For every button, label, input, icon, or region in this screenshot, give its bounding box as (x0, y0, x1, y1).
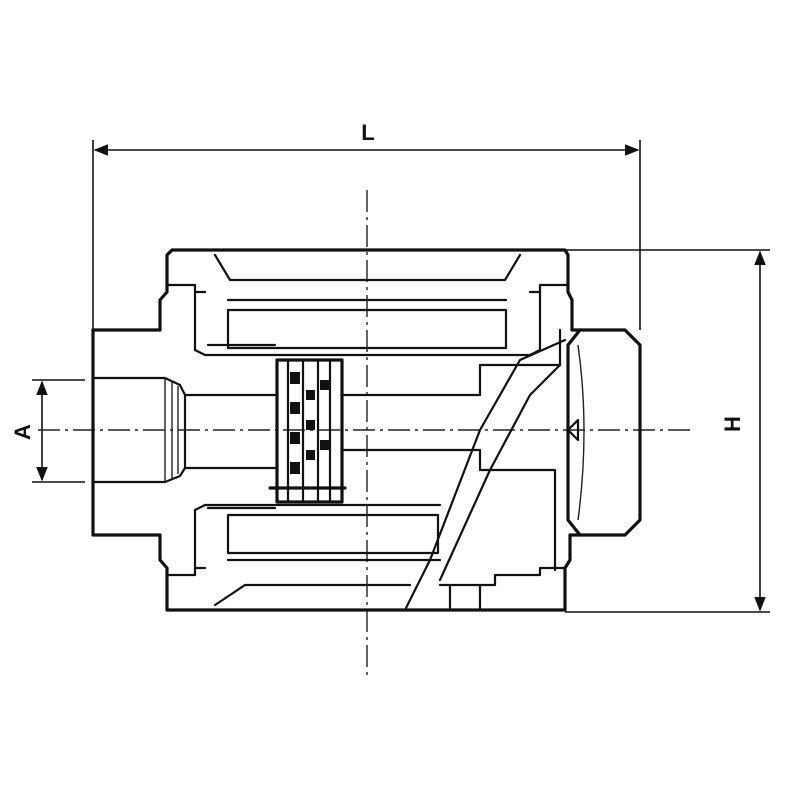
dimension-length: L (92, 120, 641, 330)
screen-upper-hatched (226, 308, 508, 350)
inlet-port (91, 376, 277, 484)
cage-slot-8 (320, 380, 329, 390)
dimension-height: H (565, 249, 770, 613)
filter-screen (206, 298, 508, 562)
outlet-hex-nut (566, 328, 642, 537)
outlet-lower-passage (340, 448, 557, 572)
hex-nut-curve (577, 344, 585, 521)
cage-slot-1 (290, 372, 300, 384)
cage-slot-2 (290, 402, 300, 414)
top-right-step (528, 283, 570, 294)
dimension-label-port: A (10, 424, 35, 440)
cap-chamfer-top (213, 253, 522, 282)
cage-slot-5 (306, 390, 315, 400)
screen-cavity-top (193, 290, 542, 357)
hex-nut-outline (566, 328, 642, 537)
dimension-label-height: H (720, 416, 745, 432)
cage-slot-3 (290, 432, 300, 444)
inlet-passage (183, 393, 277, 470)
body-outline-top (91, 248, 582, 332)
drain-plug (438, 566, 567, 612)
cage-slot-7 (306, 450, 315, 460)
dimension-port: A (10, 379, 85, 483)
inlet-thread-bore (91, 376, 187, 484)
dimension-label-length: L (361, 120, 374, 145)
bottom-left-step (165, 566, 207, 577)
cage-slot-9 (320, 440, 329, 450)
diagonal-wall-1 (403, 338, 567, 612)
screen-lower-hatched (226, 513, 440, 555)
hex-nut-facet (566, 418, 580, 442)
body-outline-bottom (91, 328, 582, 612)
cage-slot-4 (290, 462, 300, 474)
cage-slot-6 (306, 420, 315, 430)
outlet-upper-passage (340, 328, 562, 397)
top-left-step (165, 283, 207, 294)
valve-body (91, 248, 582, 612)
diagonal-wall-2 (438, 363, 562, 582)
cap-chamfer-bottom (213, 583, 412, 607)
screen-cavity-bottom (193, 503, 442, 570)
strainer-cage (275, 358, 344, 504)
outlet-passage (340, 328, 567, 612)
strainer-element (268, 358, 347, 504)
